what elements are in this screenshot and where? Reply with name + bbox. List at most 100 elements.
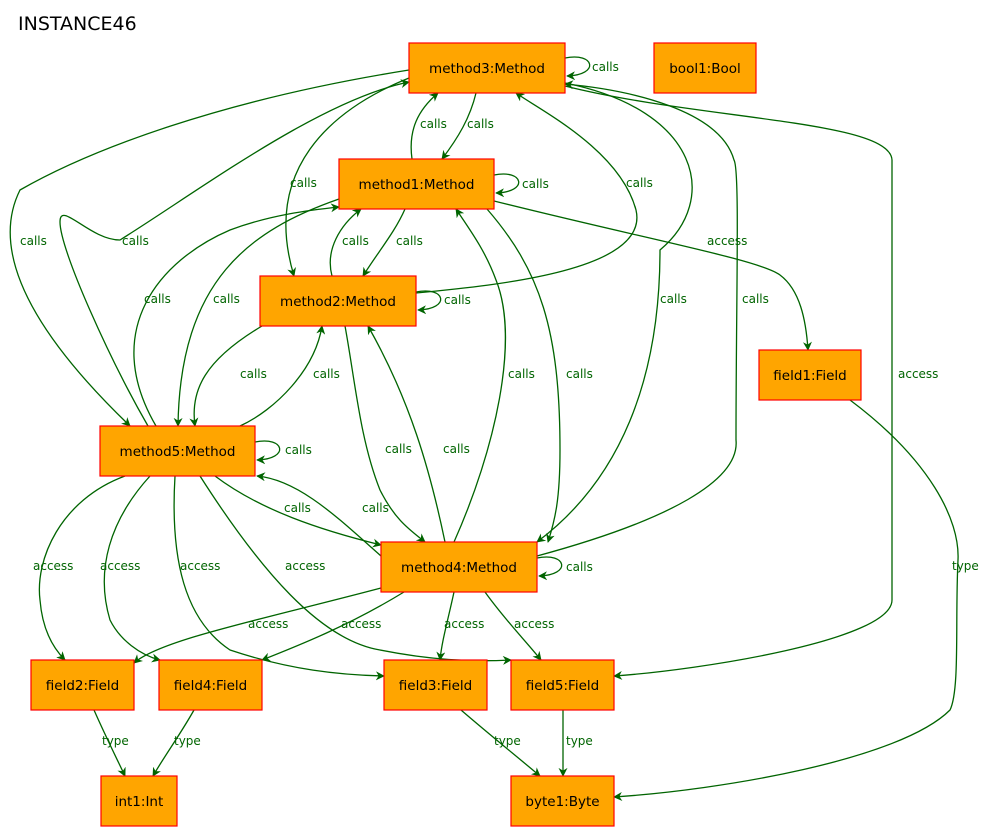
- edge-method2-to-method1: calls: [329, 208, 369, 277]
- node-label: method2:Method: [280, 294, 396, 310]
- node-box: [158, 659, 263, 711]
- edge-line: [173, 198, 340, 427]
- edge-label: calls: [342, 234, 369, 248]
- node-label: method1:Method: [359, 177, 475, 193]
- node-method5[interactable]: method5:Method: [99, 425, 256, 477]
- node-field2[interactable]: field2:Field: [30, 659, 135, 711]
- edge-method3-to-method3: calls: [564, 56, 619, 81]
- edge-method3-to-method5: calls: [9, 69, 410, 427]
- edge-label: access: [33, 559, 73, 573]
- edge-method4-to-field3: access: [436, 591, 484, 661]
- edge-method5-to-field3: access: [173, 475, 385, 681]
- node-byte1[interactable]: byte1:Byte: [510, 775, 615, 827]
- edge-line: [613, 399, 959, 801]
- edge-label: calls: [443, 442, 470, 456]
- node-label: field2:Field: [46, 678, 119, 694]
- node-method2[interactable]: method2:Method: [259, 275, 417, 327]
- edge-field4-to-int1: type: [152, 709, 201, 777]
- node-box: [758, 349, 862, 401]
- node-label: field1:Field: [773, 368, 846, 384]
- edge-method3-to-method2: calls: [285, 77, 410, 277]
- edge-label: calls: [122, 234, 149, 248]
- edge-line: [173, 475, 385, 681]
- edge-method1-to-method4: calls: [486, 208, 593, 543]
- node-label: field3:Field: [399, 678, 472, 694]
- node-box: [100, 775, 178, 827]
- edge-label: access: [248, 617, 288, 631]
- node-box: [338, 158, 495, 210]
- node-label: method3:Method: [429, 61, 545, 77]
- edge-field2-to-int1: type: [93, 709, 129, 777]
- node-label: field5:Field: [526, 678, 599, 694]
- edge-field3-to-byte1: type: [460, 709, 541, 777]
- edge-line: [256, 472, 382, 557]
- edge-line: [254, 440, 281, 465]
- edge-method5-to-method1: calls: [133, 203, 340, 427]
- edge-label: calls: [508, 367, 535, 381]
- edge-label: calls: [213, 292, 240, 306]
- edge-line: [189, 325, 263, 427]
- edges-layer: calls calls calls calls calls calls calls calls…: [9, 56, 979, 801]
- edge-label: calls: [290, 176, 317, 190]
- edge-method5-to-method2: calls: [239, 325, 340, 427]
- edge-label: calls: [566, 367, 593, 381]
- edge-method4-to-method4: calls: [536, 556, 593, 581]
- edge-label: calls: [626, 176, 653, 190]
- node-field1[interactable]: field1:Field: [758, 349, 862, 401]
- edge-line: [367, 325, 446, 543]
- edge-label: calls: [396, 234, 423, 248]
- edge-field1-to-byte1: type: [613, 399, 979, 801]
- edge-line: [484, 591, 542, 661]
- edge-label: access: [180, 559, 220, 573]
- node-field5[interactable]: field5:Field: [510, 659, 615, 711]
- edge-label: calls: [284, 501, 311, 515]
- edge-method3-to-method4: calls: [536, 82, 693, 543]
- edge-line: [38, 475, 126, 661]
- edge-line: [261, 591, 405, 662]
- node-box: [510, 659, 615, 711]
- node-int1[interactable]: int1:Int: [100, 775, 178, 827]
- edge-line: [59, 79, 410, 427]
- node-label: method4:Method: [401, 560, 517, 576]
- edge-method4-to-field2: access: [133, 587, 382, 664]
- node-field4[interactable]: field4:Field: [158, 659, 263, 711]
- edge-method1-to-method3: calls: [410, 92, 447, 160]
- edge-label: calls: [566, 560, 593, 574]
- edge-label: calls: [240, 367, 267, 381]
- node-label: method5:Method: [120, 444, 236, 460]
- edge-label: access: [285, 559, 325, 573]
- node-bool1[interactable]: bool1:Bool: [653, 42, 757, 94]
- edge-method5-to-method4: calls: [214, 475, 382, 548]
- node-label: field4:Field: [174, 678, 247, 694]
- edge-method4-to-field5: access: [484, 591, 554, 661]
- edge-label: type: [102, 734, 129, 748]
- edge-label: type: [952, 559, 979, 573]
- edge-line: [9, 69, 410, 427]
- edge-line: [344, 325, 426, 543]
- edge-label: calls: [742, 292, 769, 306]
- node-field3[interactable]: field3:Field: [383, 659, 488, 711]
- node-box: [99, 425, 256, 477]
- edge-line: [536, 82, 693, 543]
- node-method3[interactable]: method3:Method: [408, 42, 566, 94]
- edge-method2-to-method3: calls: [415, 92, 653, 294]
- edge-method5-to-field2: access: [33, 475, 126, 661]
- node-box: [259, 275, 417, 327]
- edge-label: calls: [385, 442, 412, 456]
- edge-line: [152, 709, 195, 777]
- node-method1[interactable]: method1:Method: [338, 158, 495, 210]
- edge-method1-to-field1: access: [493, 200, 812, 351]
- edge-line: [536, 556, 563, 581]
- edge-line: [93, 709, 126, 777]
- edge-method2-to-method5: calls: [189, 325, 267, 427]
- edge-field5-to-byte1: type: [558, 709, 593, 777]
- edge-line: [103, 475, 161, 663]
- node-label: int1:Int: [115, 794, 164, 810]
- edge-method2-to-method2: calls: [415, 290, 471, 315]
- edge-line: [536, 80, 738, 557]
- node-box: [380, 541, 538, 593]
- node-method4[interactable]: method4:Method: [380, 541, 538, 593]
- node-box: [30, 659, 135, 711]
- edge-line: [493, 200, 812, 351]
- edge-line: [493, 173, 520, 198]
